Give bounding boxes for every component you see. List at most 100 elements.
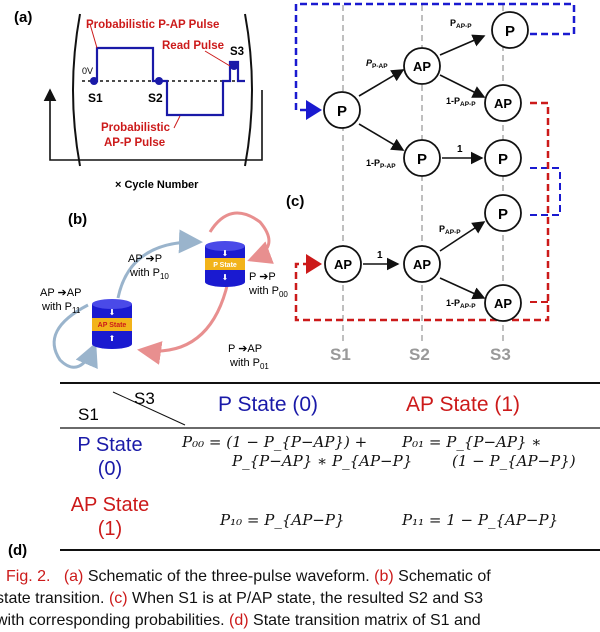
panel-d-table-lines: (d) S1 S3 xyxy=(8,382,600,559)
caption-line-1: Fig. 2. (a) Schematic of the three-pulse… xyxy=(6,566,600,588)
svg-text:AP: AP xyxy=(494,296,512,311)
cycle-loop-arrow xyxy=(43,88,263,161)
panel-b-state-transition: (b) P State ⬇ ⬇ AP State ⬇ ⬆ AP ➔P with xyxy=(40,211,288,371)
cell-p10: P₁₀ = P_{AP−P} xyxy=(220,511,345,529)
p-to-ap-label: P ➔AP xyxy=(228,343,262,355)
p-ap-pulse-leader xyxy=(89,23,98,49)
row-header-p-line1: P State xyxy=(77,434,143,456)
node-s3-ap-lower: AP xyxy=(484,284,522,322)
caption-a-text: Schematic of the three-pulse waveform. xyxy=(83,568,375,585)
caption-d-ref: (d) xyxy=(229,612,249,629)
ap-state-cylinder: AP State ⬇ ⬆ xyxy=(92,299,132,349)
p-ap-pulse-label: Probabilistic P-AP Pulse xyxy=(86,19,219,31)
edge-p-ap-label: PP-AP xyxy=(366,58,388,70)
figure-canvas: (a) Probabilistic P-AP Pulse Read Pulse … xyxy=(8,2,600,559)
edge-1map-upper-label: 1-PAP-P xyxy=(446,96,476,108)
panel-a-waveform: (a) Probabilistic P-AP Pulse Read Pulse … xyxy=(14,9,263,191)
ap-to-p-arc xyxy=(116,229,203,299)
cell-p00-line2: P_{P−AP} ∗ P_{AP−P} xyxy=(232,452,413,470)
pulse-waveform xyxy=(94,46,245,117)
edge-one-label-top: 1 xyxy=(457,144,463,155)
svg-text:P: P xyxy=(337,103,347,120)
edge-1map-lower-label: 1-PAP-P xyxy=(446,298,476,310)
read-pulse-leader xyxy=(204,50,231,67)
edge-ap-to-ap-lower xyxy=(439,277,486,300)
node-s1-ap: AP xyxy=(324,245,362,283)
edge-ap-p-lower-label: PAP-P xyxy=(439,224,461,236)
svg-text:AP: AP xyxy=(494,96,512,111)
figure-caption: Fig. 2. (a) Schematic of the three-pulse… xyxy=(0,566,600,632)
col-s2-label: S2 xyxy=(409,345,430,364)
ap-to-p-prob: with P10 xyxy=(129,267,169,281)
ap-p-pulse-label-1: Probabilistic xyxy=(101,122,171,134)
s3-label: S3 xyxy=(230,46,244,58)
cell-p11: P₁₁ = 1 − P_{AP−P} xyxy=(402,511,559,529)
s1-marker xyxy=(90,77,98,85)
blue-return-3 xyxy=(530,168,561,216)
corner-s3: S3 xyxy=(134,389,155,408)
node-s2-ap: AP xyxy=(403,47,441,85)
ap-p-pulse-label-2: AP-P Pulse xyxy=(104,137,165,149)
panel-c-label: (c) xyxy=(286,193,304,210)
s3-marker xyxy=(230,62,238,70)
p-to-ap-prob: with P01 xyxy=(229,357,269,371)
caption-line-3: with corresponding probabilities. (d) St… xyxy=(0,610,600,632)
caption-c-ref: (c) xyxy=(108,590,128,607)
red-entry-arrow-icon xyxy=(306,254,322,274)
svg-text:P: P xyxy=(417,151,427,168)
p-to-p-loop xyxy=(208,211,274,264)
row-header-ap-line2: (1) xyxy=(97,518,123,540)
left-bracket xyxy=(72,13,81,167)
edge-p-to-ap xyxy=(358,69,405,97)
read-pulse-label: Read Pulse xyxy=(162,40,224,52)
panel-b-label: (b) xyxy=(68,211,87,228)
arrow-down-icon: ⬇ xyxy=(109,308,116,317)
svg-text:AP: AP xyxy=(413,59,431,74)
ap-to-ap-prob: with P11 xyxy=(41,301,81,315)
cell-p00-line1: P₀₀ = (1 − P_{P−AP}) + xyxy=(182,433,368,451)
s2-marker xyxy=(155,77,163,85)
edge-ap-p-upper-label: PAP-P xyxy=(450,18,472,30)
s2-label: S2 xyxy=(148,91,163,105)
node-s1-p: P xyxy=(323,91,361,129)
cell-p00: P₀₀ = (1 − P_{P−AP}) + P_{P−AP} ∗ P_{AP−… xyxy=(182,433,412,471)
cell-p01-line2: (1 − P_{AP−P}) xyxy=(452,452,576,470)
node-s2-ap-lower: AP xyxy=(403,245,441,283)
ap-to-ap-label: AP ➔AP xyxy=(40,287,81,299)
p-state-cylinder: P State ⬇ ⬇ xyxy=(205,241,245,287)
transition-matrix-table: P State (0) AP State (1) P State (0) AP … xyxy=(60,383,600,551)
svg-text:P: P xyxy=(498,151,508,168)
caption-b-text: Schematic of xyxy=(393,568,491,585)
cell-p01-line1: P₀₁ = P_{P−AP} ∗ xyxy=(402,433,542,451)
edge-ap-to-p-lower xyxy=(439,221,486,252)
panel-d-label: (d) xyxy=(8,542,27,559)
col-s3-label: S3 xyxy=(490,345,511,364)
p-to-p-prob: with P00 xyxy=(248,285,288,299)
cell-p01: P₀₁ = P_{P−AP} ∗ (1 − P_{AP−P}) xyxy=(402,433,576,471)
ap-p-pulse-leader xyxy=(173,115,181,129)
edge-p-to-p xyxy=(358,123,405,151)
panel-c-state-tree: (c) S1 S2 S3 PP-AP 1-PP-AP PAP-P 1-PAP-P… xyxy=(286,2,576,364)
blue-entry-arrow-icon xyxy=(306,100,322,120)
svg-text:P: P xyxy=(498,206,508,223)
col-header-ap-state: AP State (1) xyxy=(406,393,521,416)
caption-fig-label: Fig. 2. xyxy=(6,568,51,585)
right-bracket xyxy=(244,13,253,167)
svg-text:AP: AP xyxy=(413,257,431,272)
ap-to-ap-loop xyxy=(52,303,98,370)
caption-line3-pre: with corresponding probabilities. xyxy=(0,612,230,629)
arrow-down-icon: ⬇ xyxy=(222,273,229,282)
row-header-p-line2: (0) xyxy=(97,458,123,480)
cycle-number-label: × Cycle Number xyxy=(115,179,199,191)
svg-text:AP: AP xyxy=(334,257,352,272)
node-s3-p-top: P xyxy=(491,11,529,49)
svg-text:P: P xyxy=(505,23,515,40)
caption-a-ref: (a) xyxy=(63,568,84,585)
edge-1mp-label: 1-PP-AP xyxy=(366,158,396,170)
node-s2-p: P xyxy=(403,139,441,177)
node-s3-ap-top: AP xyxy=(484,84,522,122)
node-s3-p-mid: P xyxy=(484,139,522,177)
blue-feedback-loop xyxy=(294,2,576,112)
arrow-up-icon: ⬆ xyxy=(109,334,116,343)
row-header-p-state: P State (0) xyxy=(60,433,160,481)
